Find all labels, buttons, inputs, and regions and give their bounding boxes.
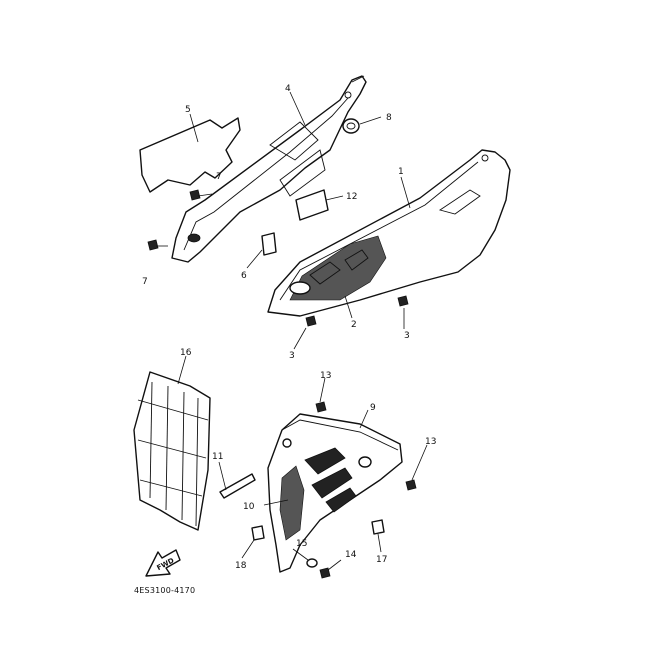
part-13-bolt-right (405, 479, 417, 491)
part-label-16: 16 (180, 348, 192, 358)
part-label-3a: 3 (289, 351, 295, 361)
part-label-6: 6 (241, 271, 247, 281)
part-17-nut (371, 519, 385, 535)
part-label-9: 9 (370, 403, 376, 413)
part-label-13b: 13 (425, 437, 436, 447)
part-label-13a: 13 (320, 371, 331, 381)
part-9-radiator-shroud (267, 413, 403, 573)
drawing-code: 4ES3100-4170 (134, 586, 195, 595)
part-11-bracket (219, 473, 256, 499)
part-3-bolt-right (397, 295, 409, 307)
part-label-10: 10 (243, 502, 255, 512)
part-15-washer (306, 558, 318, 568)
part-8-grommet (342, 118, 360, 134)
part-label-8: 8 (386, 113, 392, 123)
part-12-pad (295, 189, 329, 221)
part-6-clip (261, 232, 277, 256)
part-label-15: 15 (296, 539, 307, 549)
fwd-arrow: FWD (145, 549, 181, 577)
part-labels: 1 2 3 3 4 5 6 7 7 8 9 10 11 12 13 13 14 … (142, 84, 436, 571)
part-label-1: 1 (398, 167, 404, 177)
part-1-side-cover-right (267, 149, 511, 317)
part-4-side-cover-left (171, 75, 367, 263)
part-label-5: 5 (185, 105, 191, 115)
part-label-3b: 3 (404, 331, 410, 341)
part-16-radiator-louver (133, 371, 211, 531)
part-label-17: 17 (376, 555, 387, 565)
part-14-bolt (319, 567, 331, 579)
part-13-bolt-upper (315, 401, 327, 413)
part-label-4: 4 (285, 84, 291, 94)
part-label-7b: 7 (142, 277, 148, 287)
part-3-bolt-left (305, 315, 317, 327)
part-label-12: 12 (346, 192, 357, 202)
part-label-11: 11 (212, 452, 223, 462)
part-label-2: 2 (351, 320, 357, 330)
part-7-bolt-lower (147, 239, 168, 251)
part-5-side-decal (139, 117, 241, 193)
part-label-7a: 7 (216, 172, 222, 182)
part-18-nut (251, 525, 265, 541)
leader-lines (177, 91, 428, 571)
part-7-bolt-upper (189, 189, 213, 201)
part-label-14: 14 (345, 550, 357, 560)
part-label-18: 18 (235, 561, 247, 571)
